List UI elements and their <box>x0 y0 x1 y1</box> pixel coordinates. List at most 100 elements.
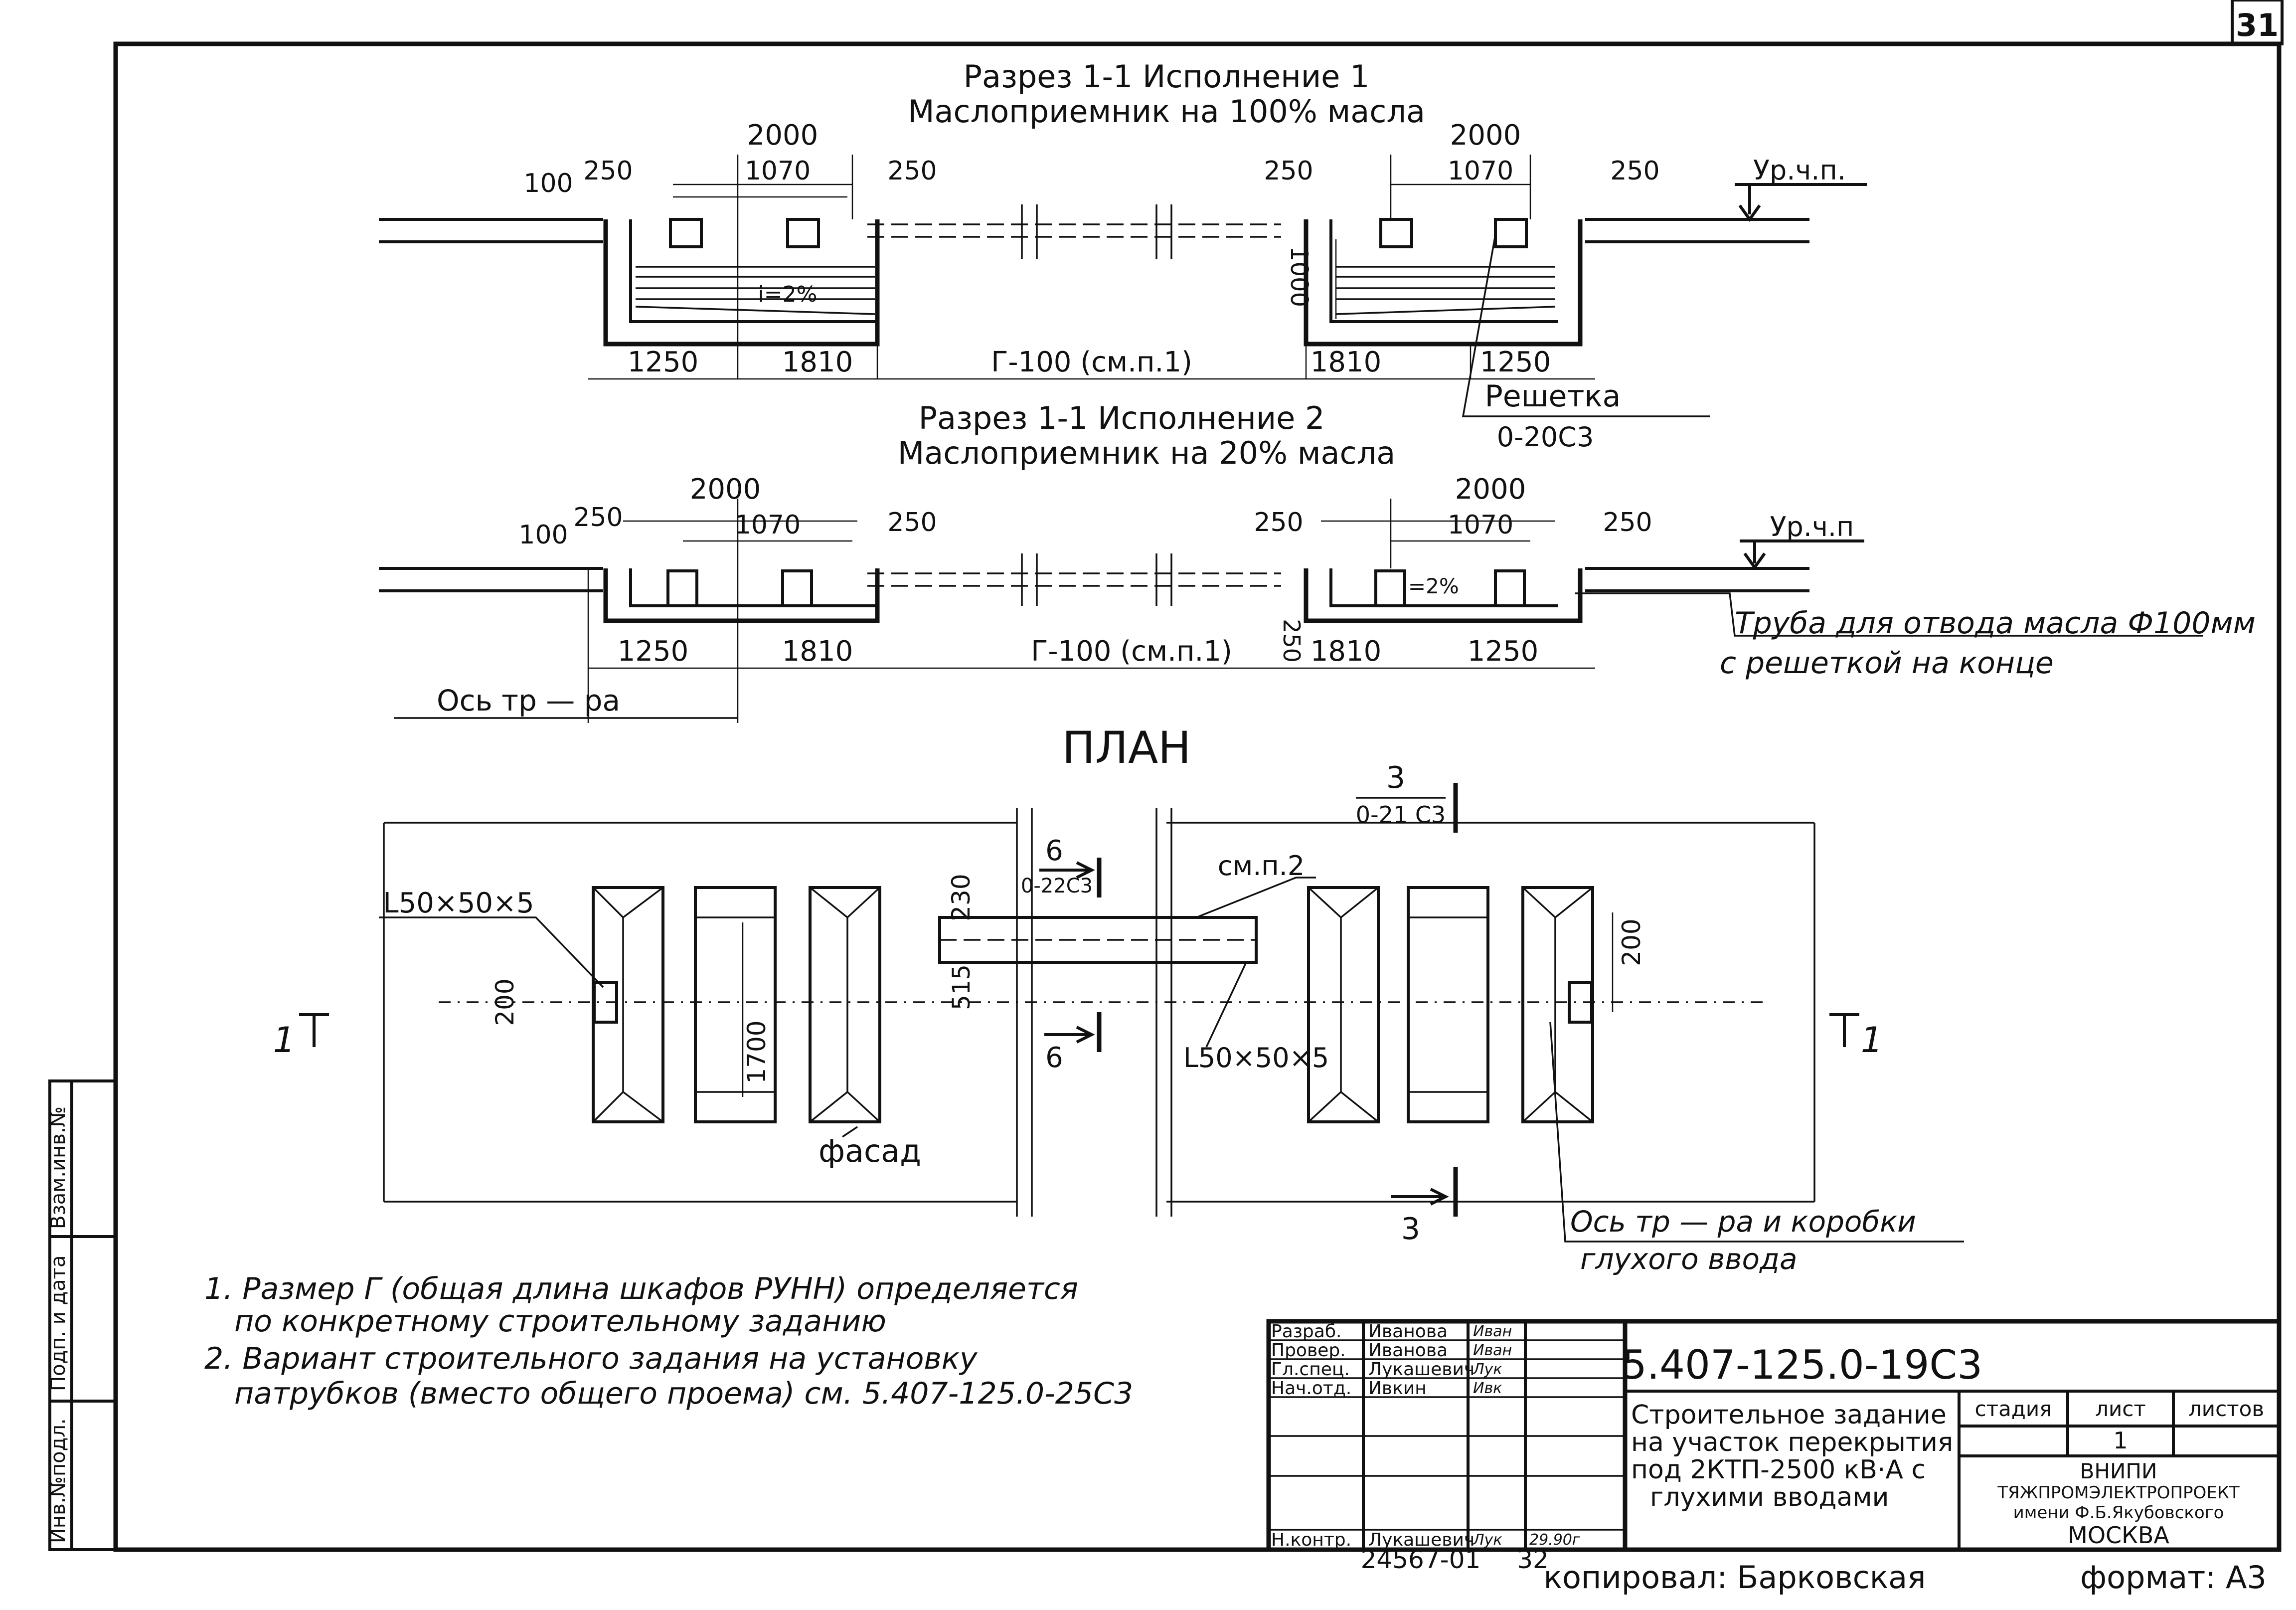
sheet-frame <box>48 0 2284 1552</box>
s1-dim-1000: 1000 <box>1285 246 1313 307</box>
s2-dim-1810-left: 1810 <box>782 635 853 668</box>
note-1-line-1: 1. Размер Г (общая длина шкафов РУНН) оп… <box>204 1271 1078 1306</box>
s1-dim-100: 100 <box>523 169 573 198</box>
s1-grate-label: Решетка <box>1485 379 1621 414</box>
tb-sign-4: Лук <box>1473 1531 1502 1549</box>
s2-dim-250-right1: 250 <box>1254 508 1303 537</box>
s1-dim-250-left: 250 <box>583 156 633 186</box>
plan-cut-1-right: 1 <box>1861 1020 1883 1061</box>
tb-role-4: Н.контр. <box>1271 1530 1351 1550</box>
s2-dim-250-mid: 250 <box>887 508 937 537</box>
section1-subtitle: Маслоприемник на 100% масла <box>908 93 1425 130</box>
notes: 1. Размер Г (общая длина шкафов РУНН) оп… <box>204 1271 1133 1411</box>
s2-dim-2000-left: 2000 <box>690 473 761 506</box>
footer-format: формат: А3 <box>2080 1559 2267 1596</box>
note-2-line-1: 2. Вариант строительного задания на уста… <box>204 1341 978 1376</box>
tb-sign-0: Иван <box>1473 1323 1512 1340</box>
note-2-line-2: патрубков (вместо общего проема) см. 5.4… <box>234 1376 1133 1411</box>
section2-title: Разрез 1-1 Исполнение 2 <box>919 400 1325 436</box>
tb-sheets-header: листов <box>2188 1397 2264 1421</box>
s1-dim-1810-right: 1810 <box>1311 346 1382 378</box>
s2-dim-1070-left: 1070 <box>735 510 801 540</box>
tb-name-1: Иванова <box>1368 1340 1448 1361</box>
s2-dim-250-right2: 250 <box>1603 508 1652 537</box>
tb-role-1: Провер. <box>1271 1340 1346 1361</box>
tb-org-1: ВНИПИ <box>2080 1459 2157 1483</box>
footer-page: 32 <box>1517 1545 1549 1574</box>
side-stamp-inv: Инв.№подл. <box>47 1418 70 1543</box>
plan-dim-1700: 1700 <box>742 1020 771 1083</box>
plan-angle-left: L50×50×5 <box>383 887 534 919</box>
tb-desc-1: Строительное задание <box>1631 1400 1947 1430</box>
plan-cut-1-left: 1 <box>273 1020 296 1061</box>
tb-code: 5.407-125.0-19С3 <box>1622 1342 1982 1388</box>
s1-dim-250-right1: 250 <box>1264 156 1313 186</box>
tb-stage-header: стадия <box>1975 1397 2052 1421</box>
tb-role-0: Разраб. <box>1271 1321 1341 1342</box>
plan-facade: фасад <box>819 1133 921 1169</box>
s2-dim-1810-right: 1810 <box>1311 635 1382 668</box>
plan-dim-200-right: 200 <box>1617 918 1646 966</box>
plan-ref-see: см.п.2 <box>1218 850 1305 882</box>
s2-dim-g: Г-100 (см.п.1) <box>1031 635 1232 668</box>
s1-dim-250-right2: 250 <box>1610 156 1659 186</box>
tb-name-2: Лукашевич <box>1368 1359 1475 1380</box>
s1-dim-2000-left: 2000 <box>747 119 819 152</box>
s1-dim-2000-right: 2000 <box>1450 119 1521 152</box>
footer: 24567-01 32 копировал: Барковская формат… <box>1361 1545 2267 1596</box>
s1-dim-1250-right: 1250 <box>1480 346 1551 378</box>
section1-title: Разрез 1-1 Исполнение 1 <box>964 58 1370 95</box>
plan-cut-3-bottom: 3 <box>1401 1212 1420 1247</box>
tb-org-2: ТЯЖПРОМЭЛЕКТРОПРОЕКТ <box>1997 1483 2240 1503</box>
sheet-number: 31 <box>2236 7 2279 43</box>
s1-dim-1810-left: 1810 <box>782 346 853 378</box>
plan-dim-515: 515 <box>948 964 976 1010</box>
s2-pipe-note-1: Труба для отвода масла Ф100мм <box>1735 606 2256 641</box>
s2-dim-1070-right: 1070 <box>1448 510 1513 540</box>
side-stamp-replace: Взам.инв.№ <box>47 1106 70 1229</box>
plan-cut-6-bottom: 6 <box>1045 1042 1063 1074</box>
plan-cut-6-ref: 0-22С3 <box>1021 875 1093 897</box>
section2-subtitle: Маслоприемник на 20% масла <box>898 435 1395 471</box>
tb-sign-2: Лук <box>1473 1361 1502 1378</box>
tb-name-3: Ивкин <box>1368 1378 1427 1399</box>
s2-dim-1250-left: 1250 <box>618 635 689 668</box>
tb-date: 29.90г <box>1529 1531 1580 1549</box>
tb-sheet-value: 1 <box>2113 1427 2128 1454</box>
title-block: Разраб. Иванова Иван Провер. Иванова Ива… <box>1266 1319 2282 1552</box>
tb-desc-2: на участок перекрытия <box>1631 1428 1953 1457</box>
s1-slope: i=2% <box>758 282 818 307</box>
tb-org-3: имени Ф.Б.Якубовского <box>2013 1503 2224 1523</box>
side-stamp-sign: Подп. и дата <box>47 1255 70 1391</box>
tb-name-4: Лукашевич <box>1368 1530 1475 1550</box>
s2-dim-250-left: 250 <box>573 503 623 533</box>
plan-dim-200-left: 200 <box>491 978 519 1026</box>
plan: ПЛАН L50×50×5 <box>273 722 1964 1276</box>
plan-angle-right: L50×50×5 <box>1183 1042 1329 1073</box>
s2-slope: i=2% <box>1402 574 1459 598</box>
s2-dim-2000-right: 2000 <box>1455 473 1526 506</box>
footer-copied: копировал: Барковская <box>1544 1559 1926 1596</box>
s1-dim-1070-right: 1070 <box>1448 156 1513 186</box>
s2-axis-label: Ось тр — ра <box>437 684 620 717</box>
s2-dim-100: 100 <box>518 520 568 550</box>
plan-axis-label-1: Ось тр — ра и коробки <box>1570 1205 1916 1239</box>
tb-org-4: МОСКВА <box>2068 1522 2169 1549</box>
s1-dim-250-mid: 250 <box>887 156 937 186</box>
note-1-line-2: по конкретному строительному заданию <box>234 1304 886 1339</box>
right-cabinets <box>1307 886 1594 1123</box>
plan-cut-3-top: 3 <box>1386 760 1405 795</box>
plan-title: ПЛАН <box>1062 722 1191 773</box>
s2-dim-250-vertical: 250 <box>1278 619 1305 663</box>
tb-sign-3: Ивк <box>1473 1380 1502 1397</box>
tb-role-2: Гл.спец. <box>1271 1359 1350 1380</box>
plan-cut-3-ref: 0-21 С3 <box>1356 801 1446 828</box>
plan-axis-label-2: глухого ввода <box>1580 1242 1798 1276</box>
s1-dim-1250-left: 1250 <box>628 346 699 378</box>
s2-level-mark: Ур.ч.п <box>1770 511 1854 542</box>
s2-dim-1250-right: 1250 <box>1468 635 1539 668</box>
tb-name-0: Иванова <box>1368 1321 1448 1342</box>
s1-level-mark: Ур.ч.п. <box>1753 155 1846 186</box>
footer-inventory: 24567-01 <box>1361 1545 1481 1574</box>
